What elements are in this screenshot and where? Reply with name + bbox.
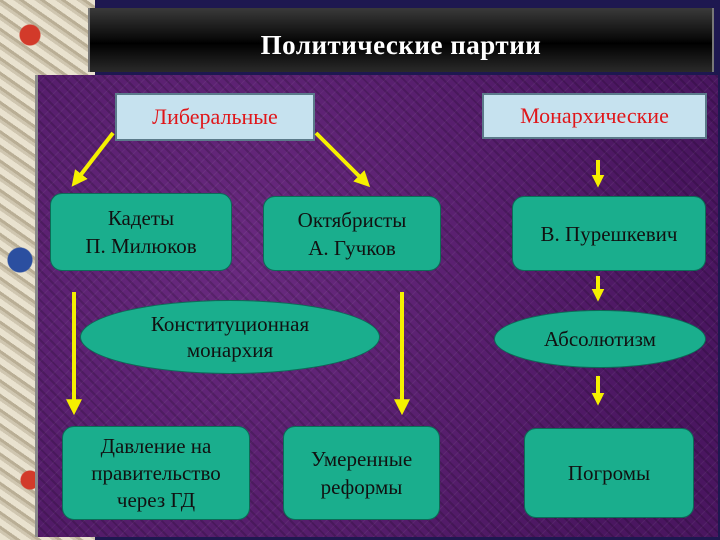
reforms-label: Умеренные реформы <box>310 447 413 499</box>
kadety-label: Кадеты П. Милюков <box>85 206 197 258</box>
purishkevich-label: В. Пурешкевич <box>540 221 678 246</box>
page-title: Политические партии <box>260 30 542 60</box>
arrow-liberal-to-oktyabristy <box>314 131 371 188</box>
purishkevich-node: В. Пурешкевич <box>512 196 706 271</box>
oktyabristy-node: Октябристы А. Гучков <box>263 196 441 271</box>
monarchist-header: Монархические <box>482 93 707 139</box>
pressure-label: Давление на правительство через ГД <box>91 433 221 512</box>
absolutism-oval: Абсолютизм <box>494 310 706 368</box>
arrow-liberal-to-kadety <box>71 131 115 187</box>
reforms-node: Умеренные реформы <box>283 426 440 520</box>
constitutional-monarchy-oval: Конституционная монархия <box>80 300 380 374</box>
pogroms-node: Погромы <box>524 428 694 518</box>
pogroms-label: Погромы <box>567 461 651 485</box>
constitutional-monarchy-label: Конституционная монархия <box>150 312 310 362</box>
liberal-header: Либеральные <box>115 93 315 141</box>
kadety-node: Кадеты П. Милюков <box>50 193 232 271</box>
absolutism-label: Абсолютизм <box>544 327 656 351</box>
monarchist-header-label: Монархические <box>520 103 669 128</box>
pressure-node: Давление на правительство через ГД <box>62 426 250 520</box>
title-bar: Политические партии <box>88 8 714 72</box>
oktyabristy-label: Октябристы А. Гучков <box>297 207 407 260</box>
liberal-header-label: Либеральные <box>152 104 278 129</box>
